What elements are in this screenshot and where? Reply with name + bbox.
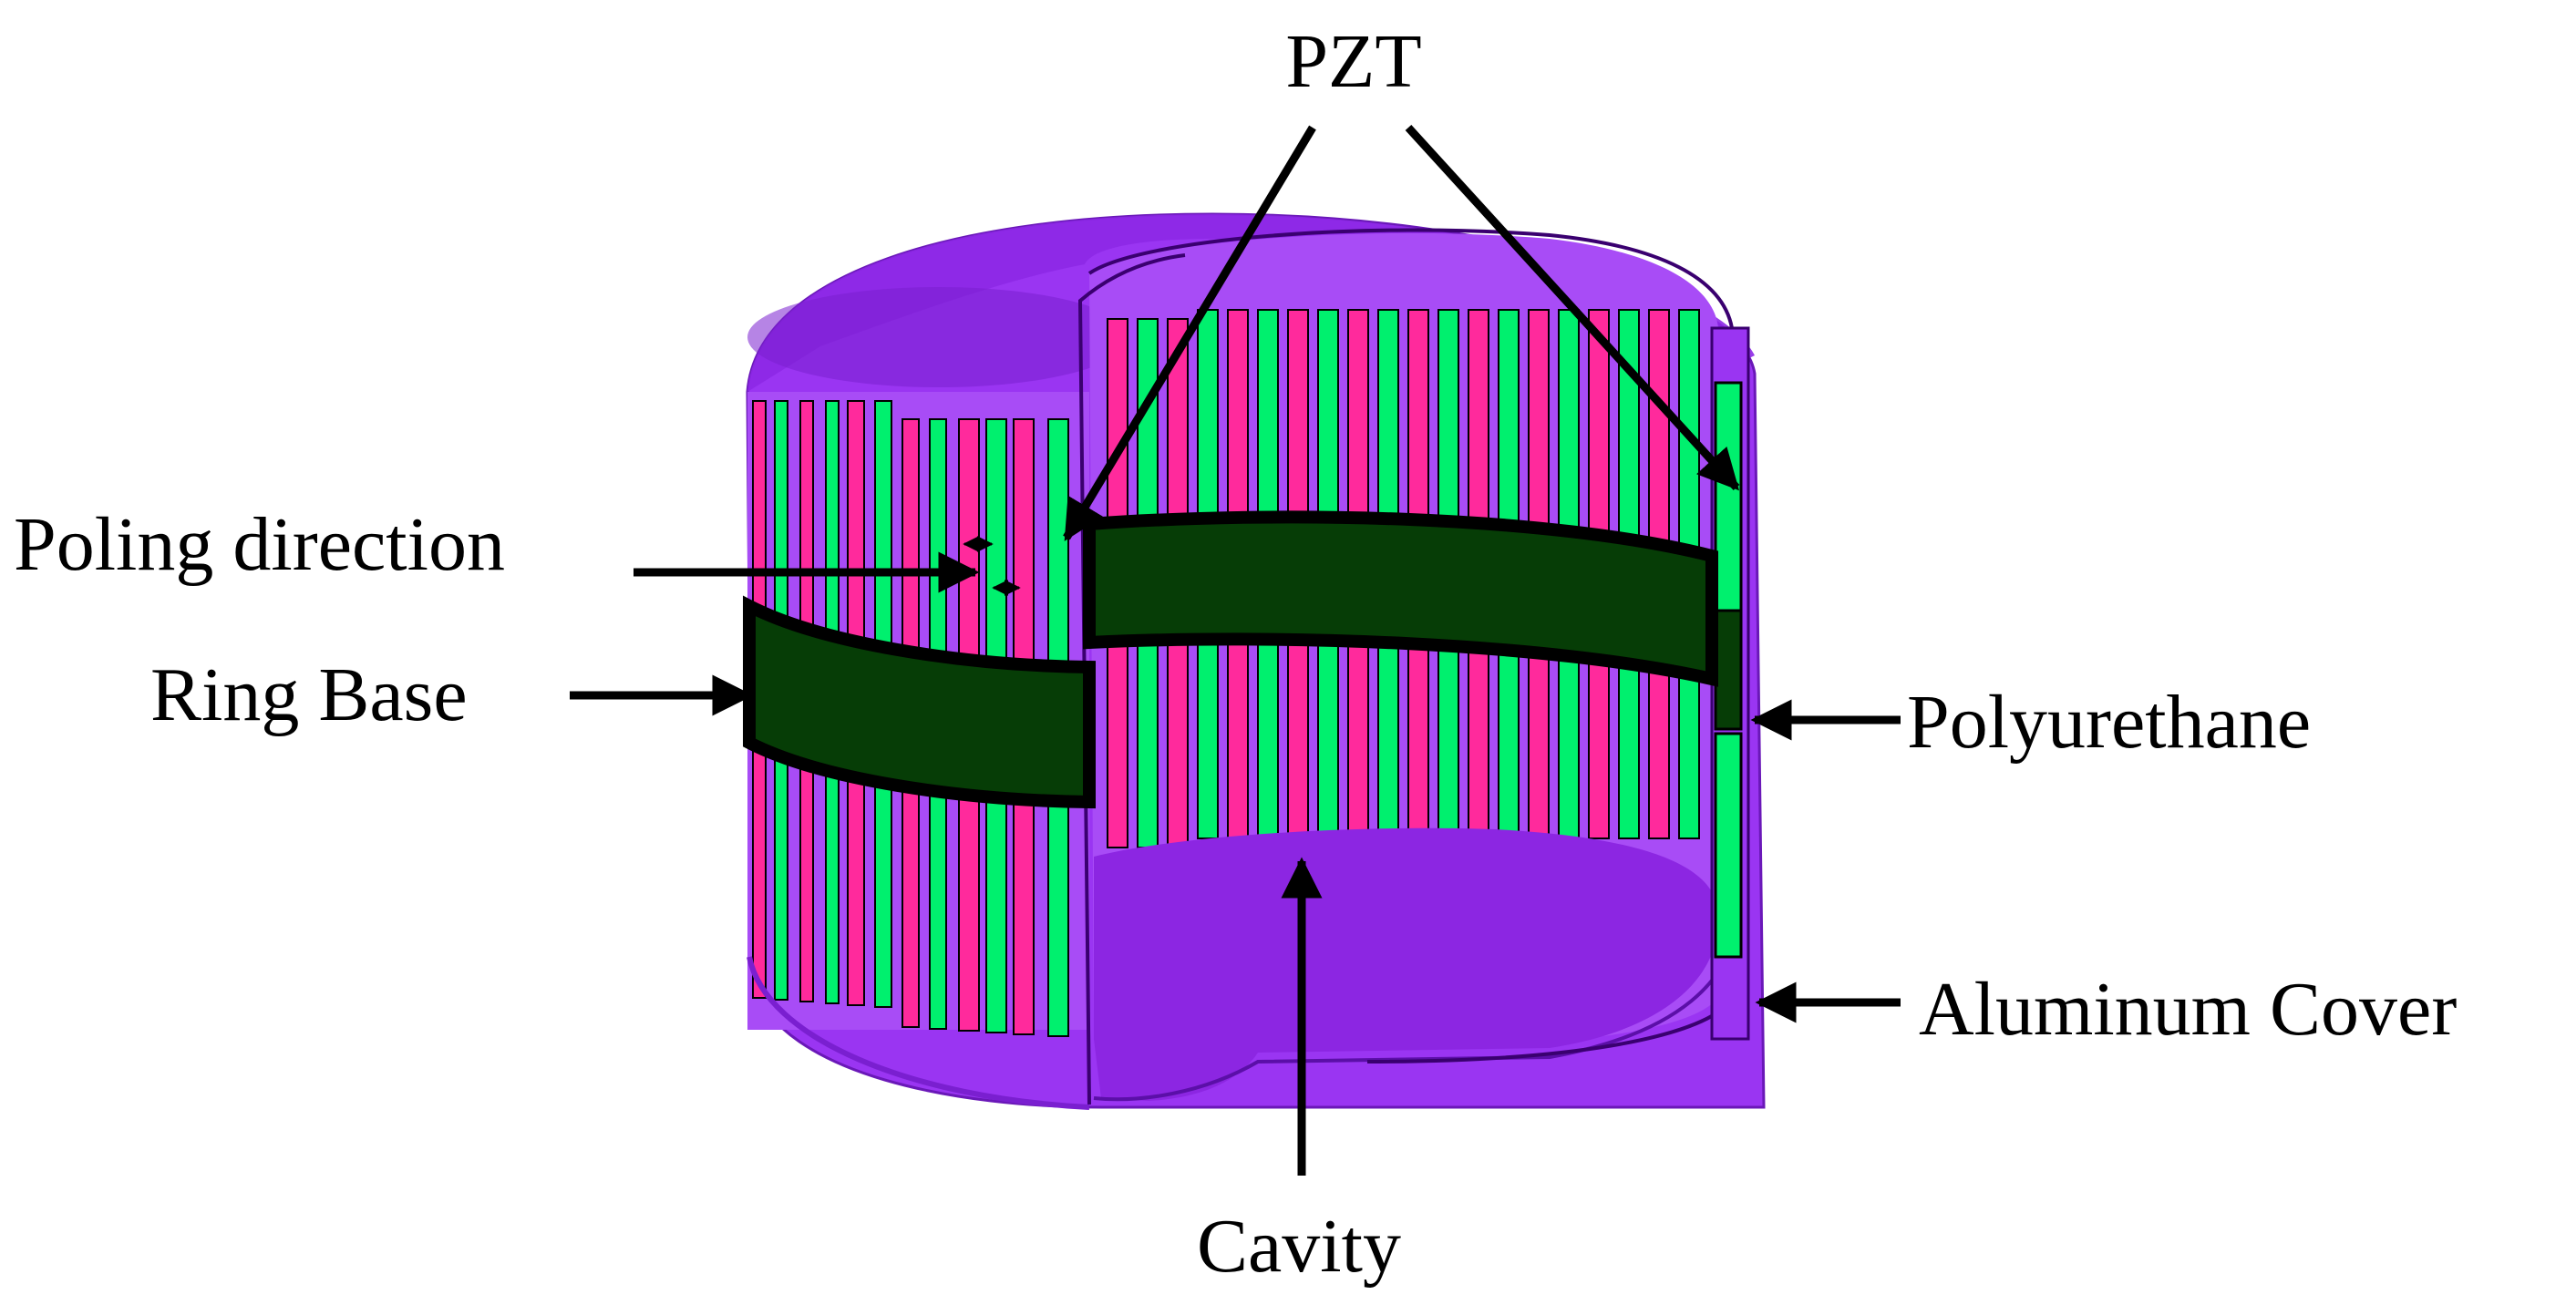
cavity-floor [1094,827,1719,1101]
labels: PZT Poling direction Ring Base Polyureth… [14,19,2457,1289]
base-lip [747,956,1090,1110]
pzt-arrow-right [1405,124,1740,491]
poling-direction-marks [963,536,1021,596]
pzt-right-bottom [1714,732,1743,959]
label-ring-base: Ring Base [150,652,468,737]
transducer-body [743,212,1766,1110]
pzt-right-top [1714,381,1743,612]
polyurethane-gap [1714,609,1743,731]
label-cavity: Cavity [1197,1204,1401,1289]
ring-base-inner [1083,510,1718,687]
pzt-arrow-left [1063,125,1316,541]
ring-base-left [743,595,1096,809]
cover-cut-edge [1087,228,1735,1064]
label-poling-direction: Poling direction [14,502,505,587]
label-pzt: PZT [1285,19,1421,104]
leader-arrows [570,124,1901,1176]
cover-cut-edge-inner [1077,253,1186,1105]
label-polyurethane: Polyurethane [1907,680,2311,765]
label-aluminum-cover: Aluminum Cover [1919,967,2457,1052]
top-lid-shade [747,287,1130,387]
